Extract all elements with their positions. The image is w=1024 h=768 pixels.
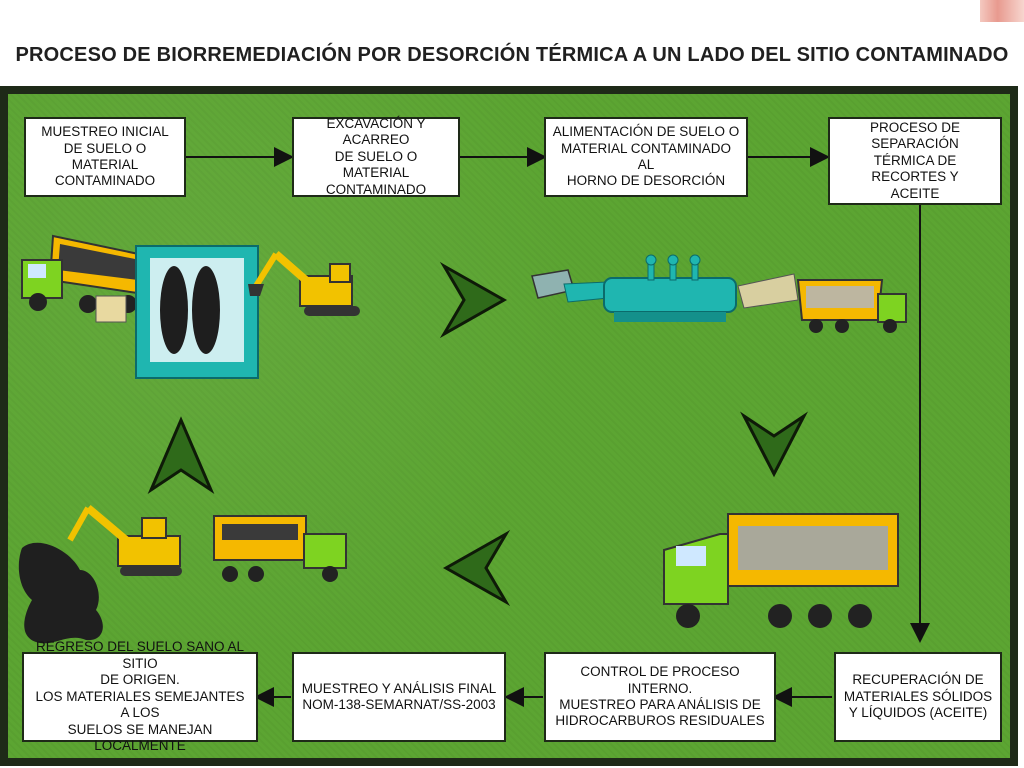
slide-corner-accent: [980, 0, 1024, 22]
pit-icon: [135, 245, 259, 379]
dump-truck-icon: [21, 234, 150, 323]
excavator-icon: [67, 504, 182, 576]
step-excavation: EXCAVACIÓN Y ACARREO DE SUELO O MATERIAL…: [292, 116, 460, 197]
step-recovery: RECUPERACIÓN DE MATERIALES SÓLIDOS Y LÍQ…: [834, 652, 1002, 742]
step-final-analysis: MUESTREO Y ANÁLISIS FINAL NOM-138-SEMARN…: [292, 652, 506, 742]
diagram-canvas: MUESTREO INICIAL DE SUELO O MATERIAL CON…: [0, 86, 1018, 766]
page-title: PROCESO DE BIORREMEDIACIÓN POR DESORCIÓN…: [15, 44, 1009, 66]
soil-pile-icon: [18, 542, 103, 644]
big-arrow-right: [439, 261, 508, 339]
dump-truck-icon: [213, 515, 347, 582]
dump-truck-icon: [796, 279, 907, 333]
big-arrow-up: [147, 416, 215, 495]
step-initial-sampling: MUESTREO INICIAL DE SUELO O MATERIAL CON…: [24, 117, 186, 197]
flow-connectors: [186, 147, 930, 707]
desorption-furnace-icon: [603, 254, 799, 322]
big-arrow-left: [442, 529, 511, 607]
step-furnace-feed: ALIMENTACIÓN DE SUELO O MATERIAL CONTAMI…: [544, 117, 748, 197]
step-thermal-separation: PROCESO DE SEPARACIÓN TÉRMICA DE RECORTE…: [828, 117, 1002, 205]
conveyor-icon: [531, 269, 609, 303]
excavator-icon: [248, 250, 360, 316]
dump-truck-icon: [663, 513, 899, 628]
big-arrow-down: [739, 411, 809, 478]
step-soil-return: REGRESO DEL SUELO SANO AL SITIO DE ORIGE…: [22, 639, 258, 753]
diagram-artwork: [18, 147, 930, 707]
step-process-control: CONTROL DE PROCESO INTERNO. MUESTREO PAR…: [544, 652, 776, 742]
